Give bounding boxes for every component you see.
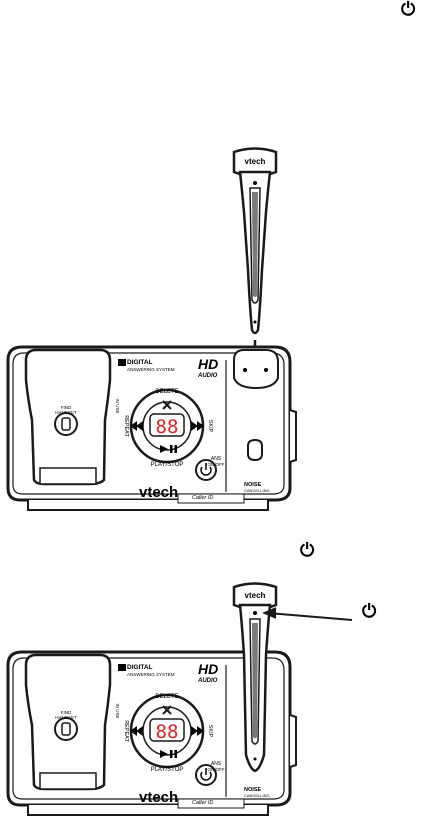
logo-line2-bottom: ANSWERING SYSTEM <box>127 672 175 677</box>
repeat-label-bottom: REPEAT <box>123 720 129 742</box>
in-use-label-bottom: IN USE <box>115 703 120 718</box>
hd-audio-top: AUDIO <box>197 373 218 379</box>
noise-line1-bottom: NOISE <box>244 787 261 793</box>
ans-label2-bottom: ON/OFF <box>208 767 225 772</box>
base-bottom <box>6 650 297 816</box>
hd-bottom: HD <box>198 661 218 677</box>
headset-brand-top: vtech <box>245 157 266 166</box>
brand-top: vtech <box>139 484 178 501</box>
power-symbol-callout: ⏻ <box>362 601 377 621</box>
display-digits-top: 88 <box>156 416 179 438</box>
base-top <box>6 345 297 511</box>
headset-top: vtech <box>232 147 278 335</box>
power-symbol-middle: ⏻ <box>300 540 315 560</box>
repeat-label-top: REPEAT <box>123 415 129 437</box>
ans-label-bottom: ANS <box>211 761 222 767</box>
logo-line2-top: ANSWERING SYSTEM <box>127 367 175 372</box>
handset-label-bottom: HANDSET <box>55 715 77 720</box>
play-stop-label-bottom: PLAY/STOP <box>151 767 184 773</box>
delete-label-bottom: DELETE <box>155 694 178 700</box>
find-label-bottom: FIND <box>61 710 72 715</box>
headset-docked: vtech <box>232 582 278 773</box>
ans-label2-top: ON/OFF <box>208 462 225 467</box>
handset-label-top: HANDSET <box>55 410 77 415</box>
skip-label-top: SKIP <box>207 420 213 433</box>
delete-label-top: DELETE <box>155 389 178 395</box>
display-digits-bottom: 88 <box>156 721 179 743</box>
headset-brand-bottom: vtech <box>245 591 266 600</box>
callout-arrow <box>267 612 353 621</box>
illustration-bottom: vtech DIGITAL ANSWERING SYSTEM HD AUDIO … <box>6 582 353 816</box>
ans-label-top: ANS <box>211 456 222 462</box>
play-stop-label-top: PLAY/STOP <box>151 462 184 468</box>
power-symbol-top: ⏻ <box>401 0 416 19</box>
in-use-label-top: IN USE <box>115 398 120 413</box>
hd-audio-bottom: AUDIO <box>197 678 218 684</box>
noise-line1-top: NOISE <box>244 482 261 488</box>
hd-top: HD <box>198 356 218 372</box>
caller-id-bottom: Caller ID <box>192 800 213 806</box>
noise-line2-bottom: CANCELLING <box>244 793 270 798</box>
logo-line1-bottom: DIGITAL <box>127 664 153 671</box>
skip-label-bottom: SKIP <box>207 725 213 738</box>
caller-id-top: Caller ID <box>192 495 213 501</box>
find-label-top: FIND <box>61 405 72 410</box>
illustration-top: vtech <box>6 147 297 511</box>
noise-line2-top: CANCELLING <box>244 488 270 493</box>
brand-bottom: vtech <box>139 789 178 806</box>
logo-line1-top: DIGITAL <box>127 359 153 366</box>
